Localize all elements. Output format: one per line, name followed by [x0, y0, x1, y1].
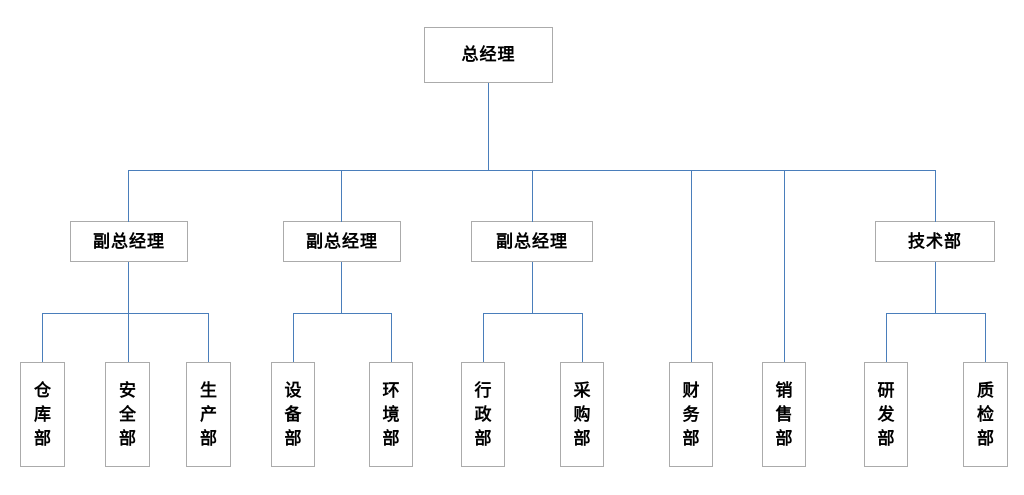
connector-line — [582, 313, 583, 362]
org-node-label: 总经理 — [461, 45, 516, 65]
connector-line — [886, 313, 986, 314]
connector-line — [483, 313, 484, 362]
org-node-sales-dept: 销售部 — [762, 362, 806, 467]
connector-line — [985, 313, 986, 362]
connector-line — [691, 170, 692, 362]
org-node-environment-dept: 环境部 — [369, 362, 413, 467]
connector-line — [532, 170, 533, 222]
org-node-label: 销售部 — [775, 380, 793, 449]
connector-line — [488, 83, 489, 170]
connector-line — [293, 313, 294, 362]
org-node-deputy-gm-1: 副总经理 — [70, 221, 188, 262]
org-node-label: 财务部 — [682, 380, 700, 449]
connector-line — [784, 170, 785, 362]
org-node-warehouse-dept: 仓库部 — [20, 362, 65, 467]
org-node-finance-dept: 财务部 — [669, 362, 713, 467]
org-node-purchasing-dept: 采购部 — [560, 362, 604, 467]
org-node-label: 副总经理 — [306, 231, 378, 252]
org-node-label: 副总经理 — [496, 231, 568, 252]
connector-line — [391, 313, 392, 362]
org-node-deputy-gm-2: 副总经理 — [283, 221, 401, 262]
connector-line — [293, 313, 392, 314]
org-node-label: 副总经理 — [93, 231, 165, 252]
org-node-label: 质检部 — [977, 380, 994, 449]
org-node-technical-dept: 技术部 — [875, 221, 995, 262]
connector-line — [532, 262, 533, 313]
connector-line — [341, 170, 342, 222]
org-node-label: 仓库部 — [34, 380, 51, 449]
org-node-general-manager: 总经理 — [424, 27, 553, 83]
org-node-rnd-dept: 研发部 — [864, 362, 908, 467]
connector-line — [128, 262, 129, 362]
org-node-label: 生产部 — [200, 380, 217, 449]
connector-line — [208, 313, 209, 362]
connector-line — [42, 313, 43, 362]
org-node-label: 环境部 — [382, 380, 400, 449]
connector-line — [42, 313, 209, 314]
org-node-safety-dept: 安全部 — [105, 362, 150, 467]
org-node-label: 安全部 — [119, 380, 136, 449]
org-node-qc-dept: 质检部 — [963, 362, 1008, 467]
connector-line — [886, 313, 887, 362]
org-node-label: 技术部 — [908, 231, 962, 252]
connector-line — [128, 170, 129, 222]
connector-line — [935, 262, 936, 313]
org-node-production-dept: 生产部 — [186, 362, 231, 467]
org-node-label: 行政部 — [474, 380, 492, 449]
connector-line — [935, 170, 936, 222]
org-node-administration-dept: 行政部 — [461, 362, 505, 467]
connector-line — [483, 313, 583, 314]
org-node-label: 采购部 — [573, 380, 591, 449]
org-node-label: 研发部 — [877, 380, 895, 449]
org-node-equipment-dept: 设备部 — [271, 362, 315, 467]
connector-line — [341, 262, 342, 313]
org-node-deputy-gm-3: 副总经理 — [471, 221, 593, 262]
org-node-label: 设备部 — [284, 380, 302, 449]
